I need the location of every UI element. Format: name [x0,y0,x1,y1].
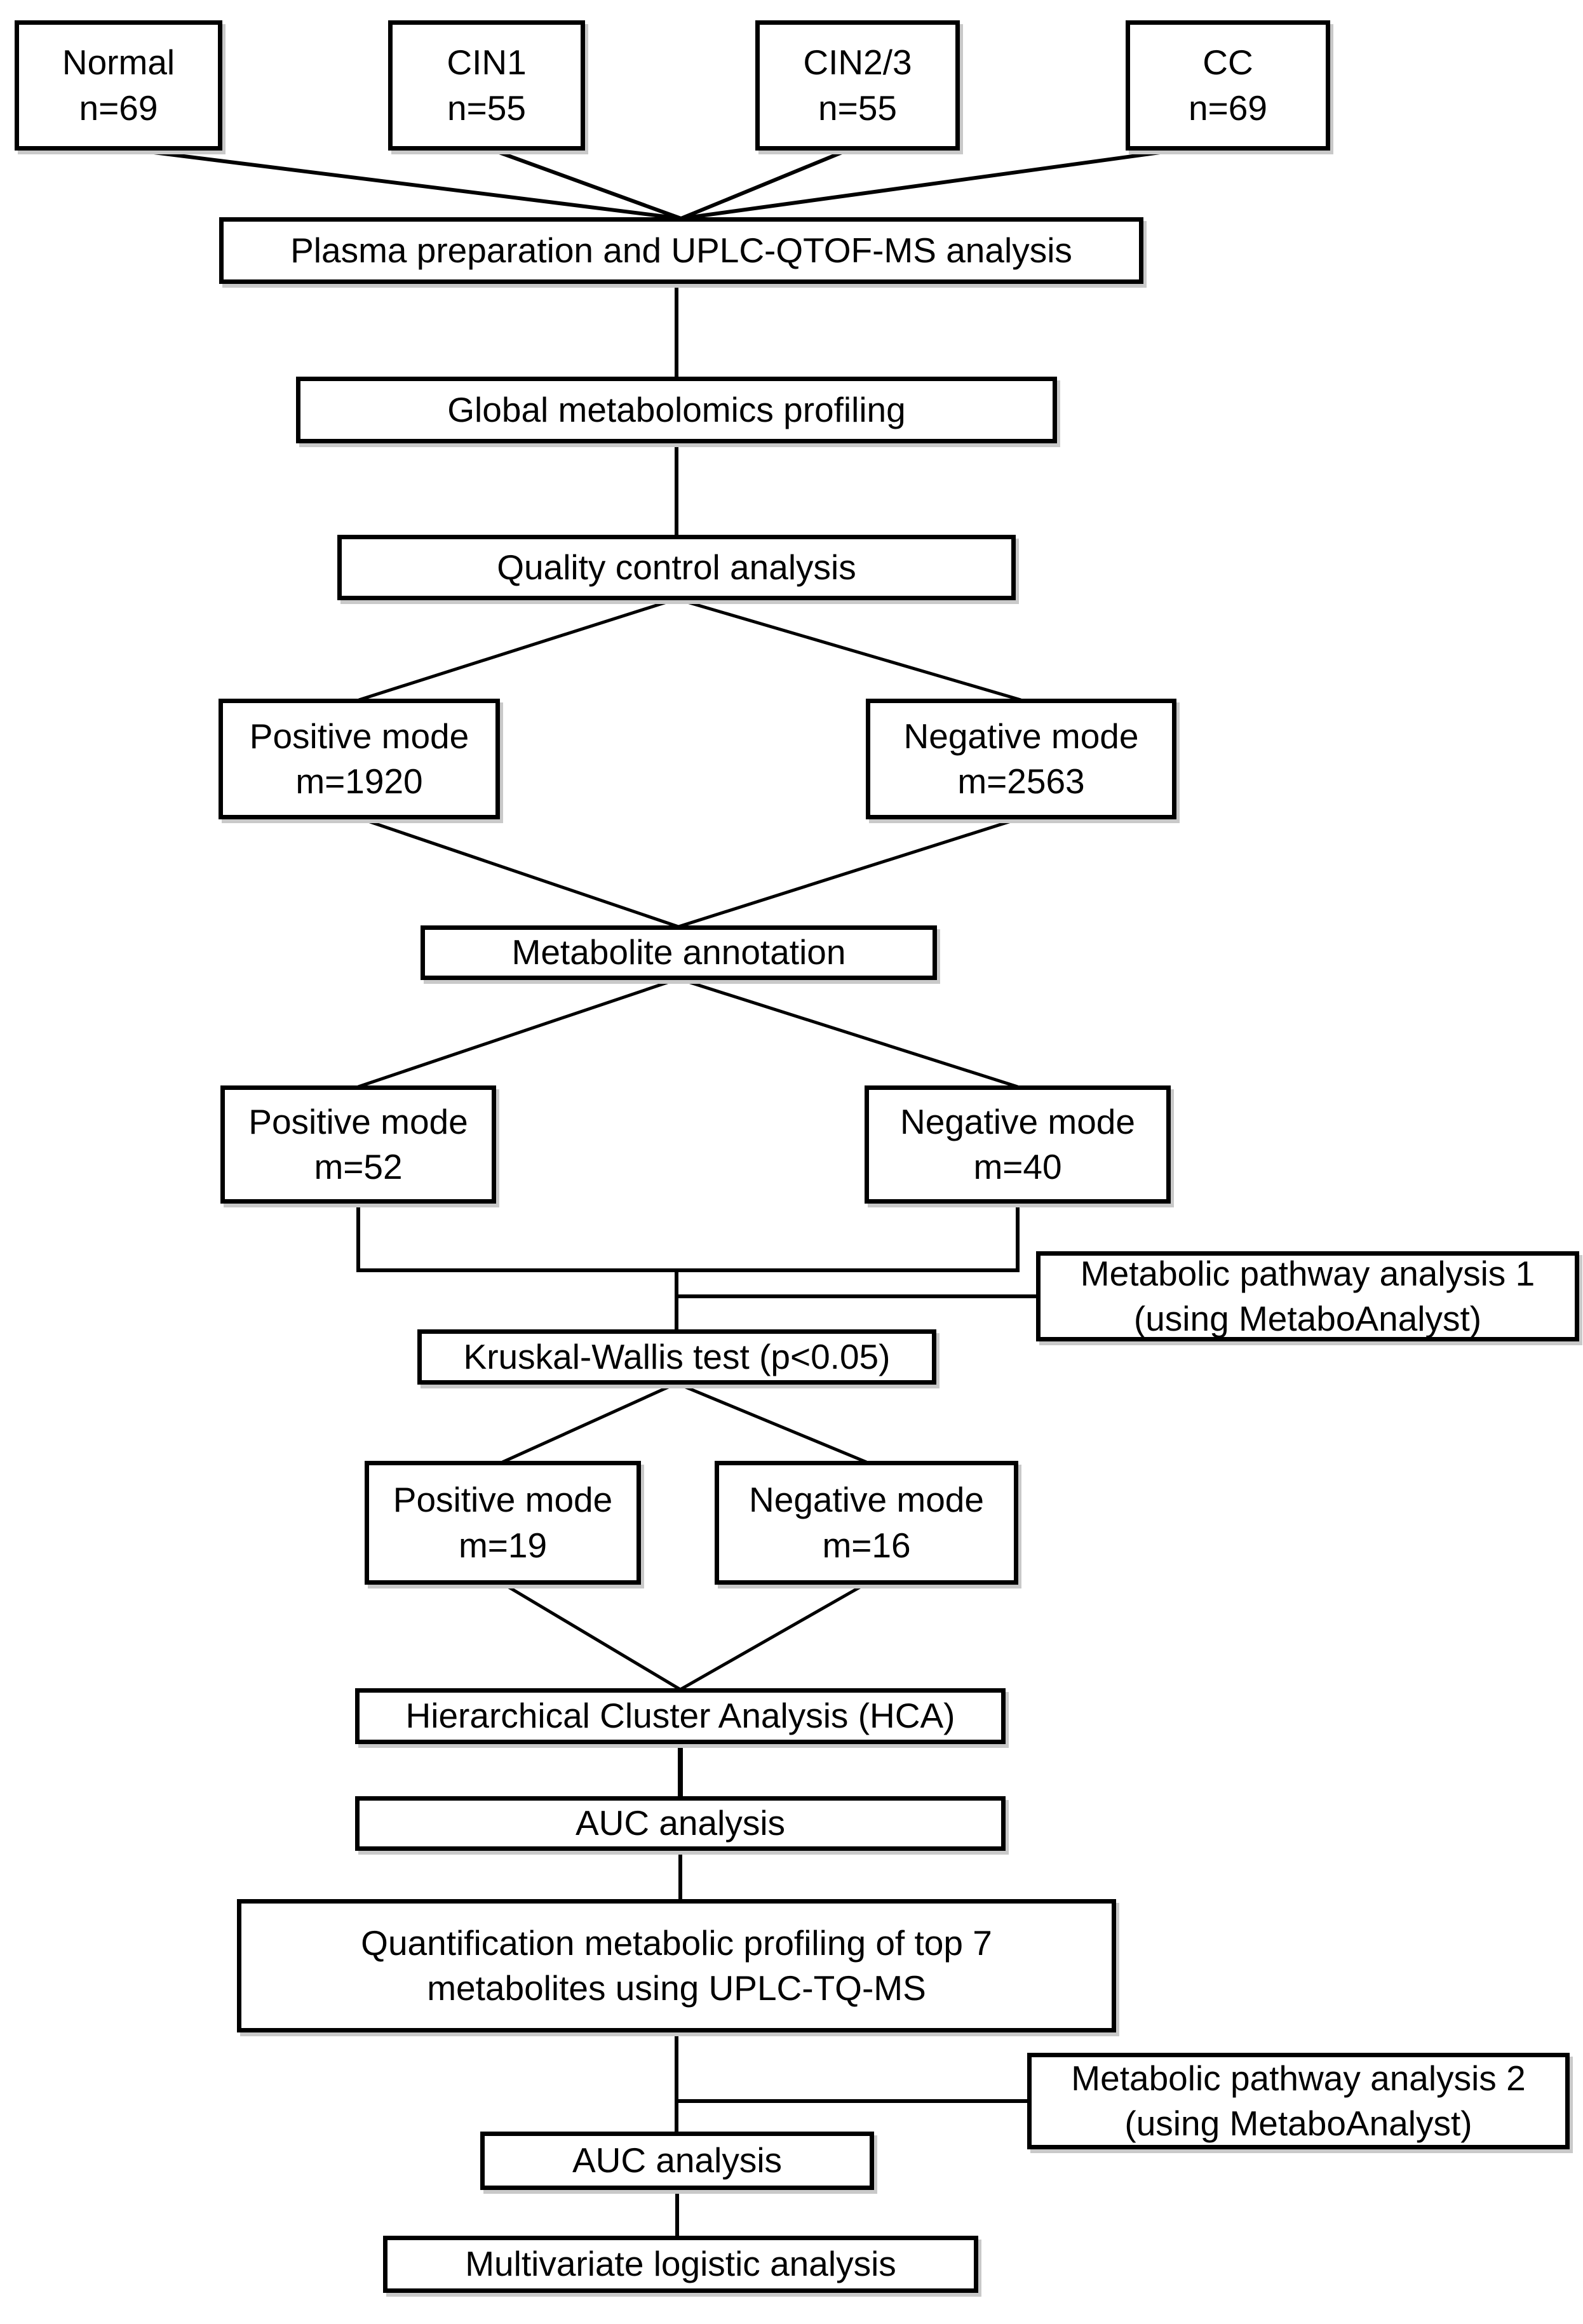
node-global-profiling: Global metabolomics profiling [296,377,1057,443]
node-quant-line2: metabolites using UPLC-TQ-MS [427,1968,926,2008]
node-cin23: CIN2/3 n=55 [755,20,960,151]
node-cin1-line1: CIN1 [447,43,527,82]
node-annotation-label: Metabolite annotation [511,932,846,972]
node-neg-kw-line1: Negative mode [749,1480,984,1519]
connector-line [680,148,849,220]
node-multivariate-label: Multivariate logistic analysis [465,2244,896,2284]
node-negative-mode-annotated: Negative mode m=40 [865,1085,1171,1204]
node-pathway2-line1: Metabolic pathway analysis 2 [1071,2058,1526,2098]
connector-line [676,597,1021,702]
node-positive-mode-kw: Positive mode m=19 [365,1461,641,1585]
node-kruskal-label: Kruskal-Wallis test (p<0.05) [463,1336,891,1376]
node-pathway-analysis-2: Metabolic pathway analysis 2 (using Meta… [1027,2053,1570,2149]
node-pos-qtof-line1: Positive mode [249,716,469,756]
connector-line [358,816,679,929]
node-cin23-line1: CIN2/3 [803,43,912,82]
node-pathway-analysis-1: Metabolic pathway analysis 1 (using Meta… [1036,1251,1579,1341]
node-plasma-preparation: Plasma preparation and UPLC-QTOF-MS anal… [219,217,1143,284]
node-hca-label: Hierarchical Cluster Analysis (HCA) [405,1696,955,1736]
connector-line [491,148,682,220]
node-pos-kw-line2: m=19 [458,1525,548,1565]
connector-line [358,977,679,1089]
node-pathway2-line2: (using MetaboAnalyst) [1124,2104,1472,2143]
node-normal: Normal n=69 [15,20,222,151]
connector-line [678,977,1018,1089]
node-neg-qtof-line2: m=2563 [957,762,1085,801]
node-cc: CC n=69 [1126,20,1330,151]
connector-line [133,148,682,220]
node-pos-kw-line1: Positive mode [393,1480,613,1519]
connector-line [679,1582,868,1691]
node-metabolite-annotation: Metabolite annotation [421,925,937,980]
node-negative-mode-qtof: Negative mode m=2563 [866,699,1176,819]
connector-line [501,1381,678,1464]
node-neg-qtof-line1: Negative mode [903,716,1139,756]
node-plasma-label: Plasma preparation and UPLC-QTOF-MS anal… [290,230,1072,270]
node-normal-line2: n=69 [79,88,158,128]
node-pathway1-line1: Metabolic pathway analysis 1 [1080,1253,1535,1293]
node-hca: Hierarchical Cluster Analysis (HCA) [355,1688,1006,1744]
connector-line [358,597,677,702]
node-negative-mode-kw: Negative mode m=16 [715,1461,1018,1585]
node-neg-annot-line1: Negative mode [900,1101,1135,1141]
connector-line [501,1582,682,1691]
node-positive-mode-annotated: Positive mode m=52 [220,1085,496,1204]
node-auc2-label: AUC analysis [572,2140,783,2180]
node-normal-line1: Normal [62,43,175,82]
node-global-label: Global metabolomics profiling [447,389,906,429]
connector-line [678,816,1021,929]
node-qc-label: Quality control analysis [497,547,856,587]
node-quant-line1: Quantification metabolic profiling of to… [361,1923,992,1963]
node-quantification: Quantification metabolic profiling of to… [237,1899,1116,2032]
node-cin23-line2: n=55 [818,88,897,128]
node-auc-analysis-2: AUC analysis [480,2132,874,2190]
node-auc1-label: AUC analysis [575,1803,786,1843]
node-multivariate: Multivariate logistic analysis [383,2236,978,2293]
node-auc-analysis-1: AUC analysis [355,1796,1006,1851]
node-pos-annot-line2: m=52 [314,1147,403,1186]
node-positive-mode-qtof: Positive mode m=1920 [219,699,500,819]
node-kruskal-wallis: Kruskal-Wallis test (p<0.05) [417,1329,936,1385]
node-neg-kw-line2: m=16 [822,1525,911,1565]
node-pos-annot-line1: Positive mode [248,1101,468,1141]
node-neg-annot-line2: m=40 [973,1147,1062,1186]
connector-line [680,148,1179,220]
connector-line [676,1381,867,1464]
node-quality-control: Quality control analysis [337,535,1016,600]
node-cc-line1: CC [1202,43,1253,82]
node-cc-line2: n=69 [1189,88,1267,128]
node-cin1-line2: n=55 [447,88,526,128]
node-cin1: CIN1 n=55 [388,20,585,151]
node-pathway1-line2: (using MetaboAnalyst) [1133,1299,1482,1338]
node-pos-qtof-line2: m=1920 [295,762,423,801]
